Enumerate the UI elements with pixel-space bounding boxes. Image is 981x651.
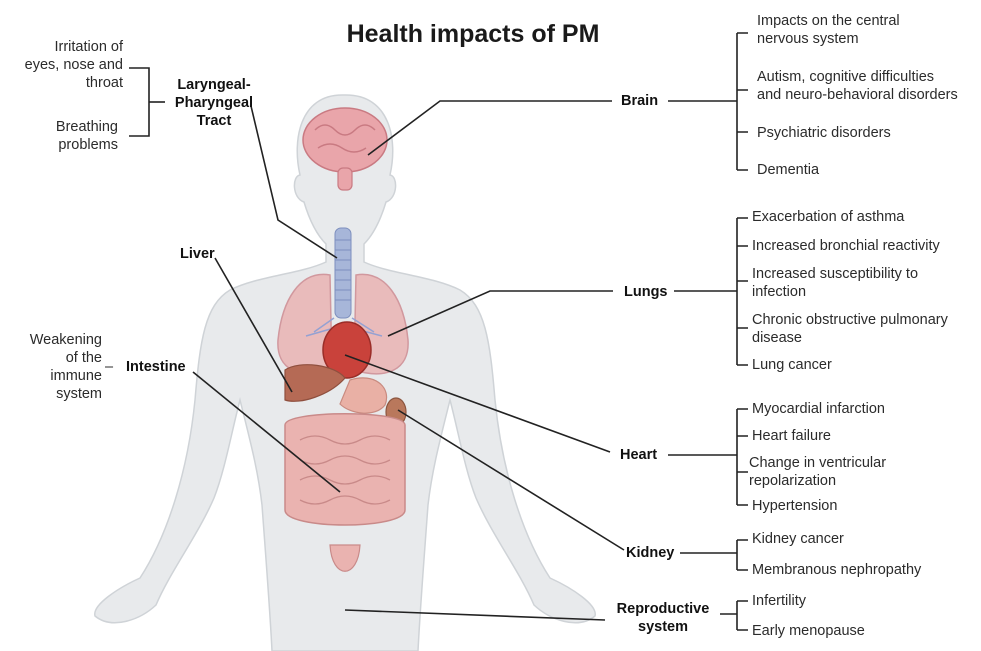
kidney-effect: Kidney cancer [752, 530, 844, 548]
intestine-organ [285, 414, 405, 525]
larynx-effect-breathing: Breathing problems [20, 118, 118, 154]
intestine-dash: – [105, 358, 113, 376]
heart-effect: Hypertension [752, 497, 837, 515]
heart-effect: Change in ventricularrepolarization [749, 454, 886, 490]
page-title: Health impacts of PM [318, 20, 628, 49]
larynx-label: Laryngeal- Pharyngeal Tract [166, 76, 262, 130]
lungs-label: Lungs [624, 283, 668, 301]
heart-label: Heart [620, 446, 657, 464]
brain-effect: Psychiatric disorders [757, 124, 891, 142]
intestine-effect-immune: Weakening of the immune system [10, 331, 102, 403]
lungs-effect: Chronic obstructive pulmonarydisease [752, 311, 948, 347]
brain-effect: Impacts on the centralnervous system [757, 12, 900, 48]
heart-effect: Heart failure [752, 427, 831, 445]
lungs-effect: Increased bronchial reactivity [752, 237, 940, 255]
trachea-organ [335, 228, 351, 318]
larynx-effect-irritation: Irritation of eyes, nose and throat [20, 38, 123, 92]
reproductive-label: Reproductive system [608, 600, 718, 636]
reproductive-effect: Infertility [752, 592, 806, 610]
reproductive-effect: Early menopause [752, 622, 865, 640]
brain-effect: Autism, cognitive difficultiesand neuro-… [757, 68, 958, 104]
kidney-label: Kidney [626, 544, 674, 562]
lungs-effect: Lung cancer [752, 356, 832, 374]
liver-label: Liver [180, 245, 215, 263]
kidney-effect: Membranous nephropathy [752, 561, 921, 579]
intestine-label: Intestine [126, 358, 186, 376]
lungs-effect: Increased susceptibility toinfection [752, 265, 918, 301]
heart-effect: Myocardial infarction [752, 400, 885, 418]
brain-label: Brain [621, 92, 658, 110]
brain-effect: Dementia [757, 161, 819, 179]
lungs-effect: Exacerbation of asthma [752, 208, 904, 226]
